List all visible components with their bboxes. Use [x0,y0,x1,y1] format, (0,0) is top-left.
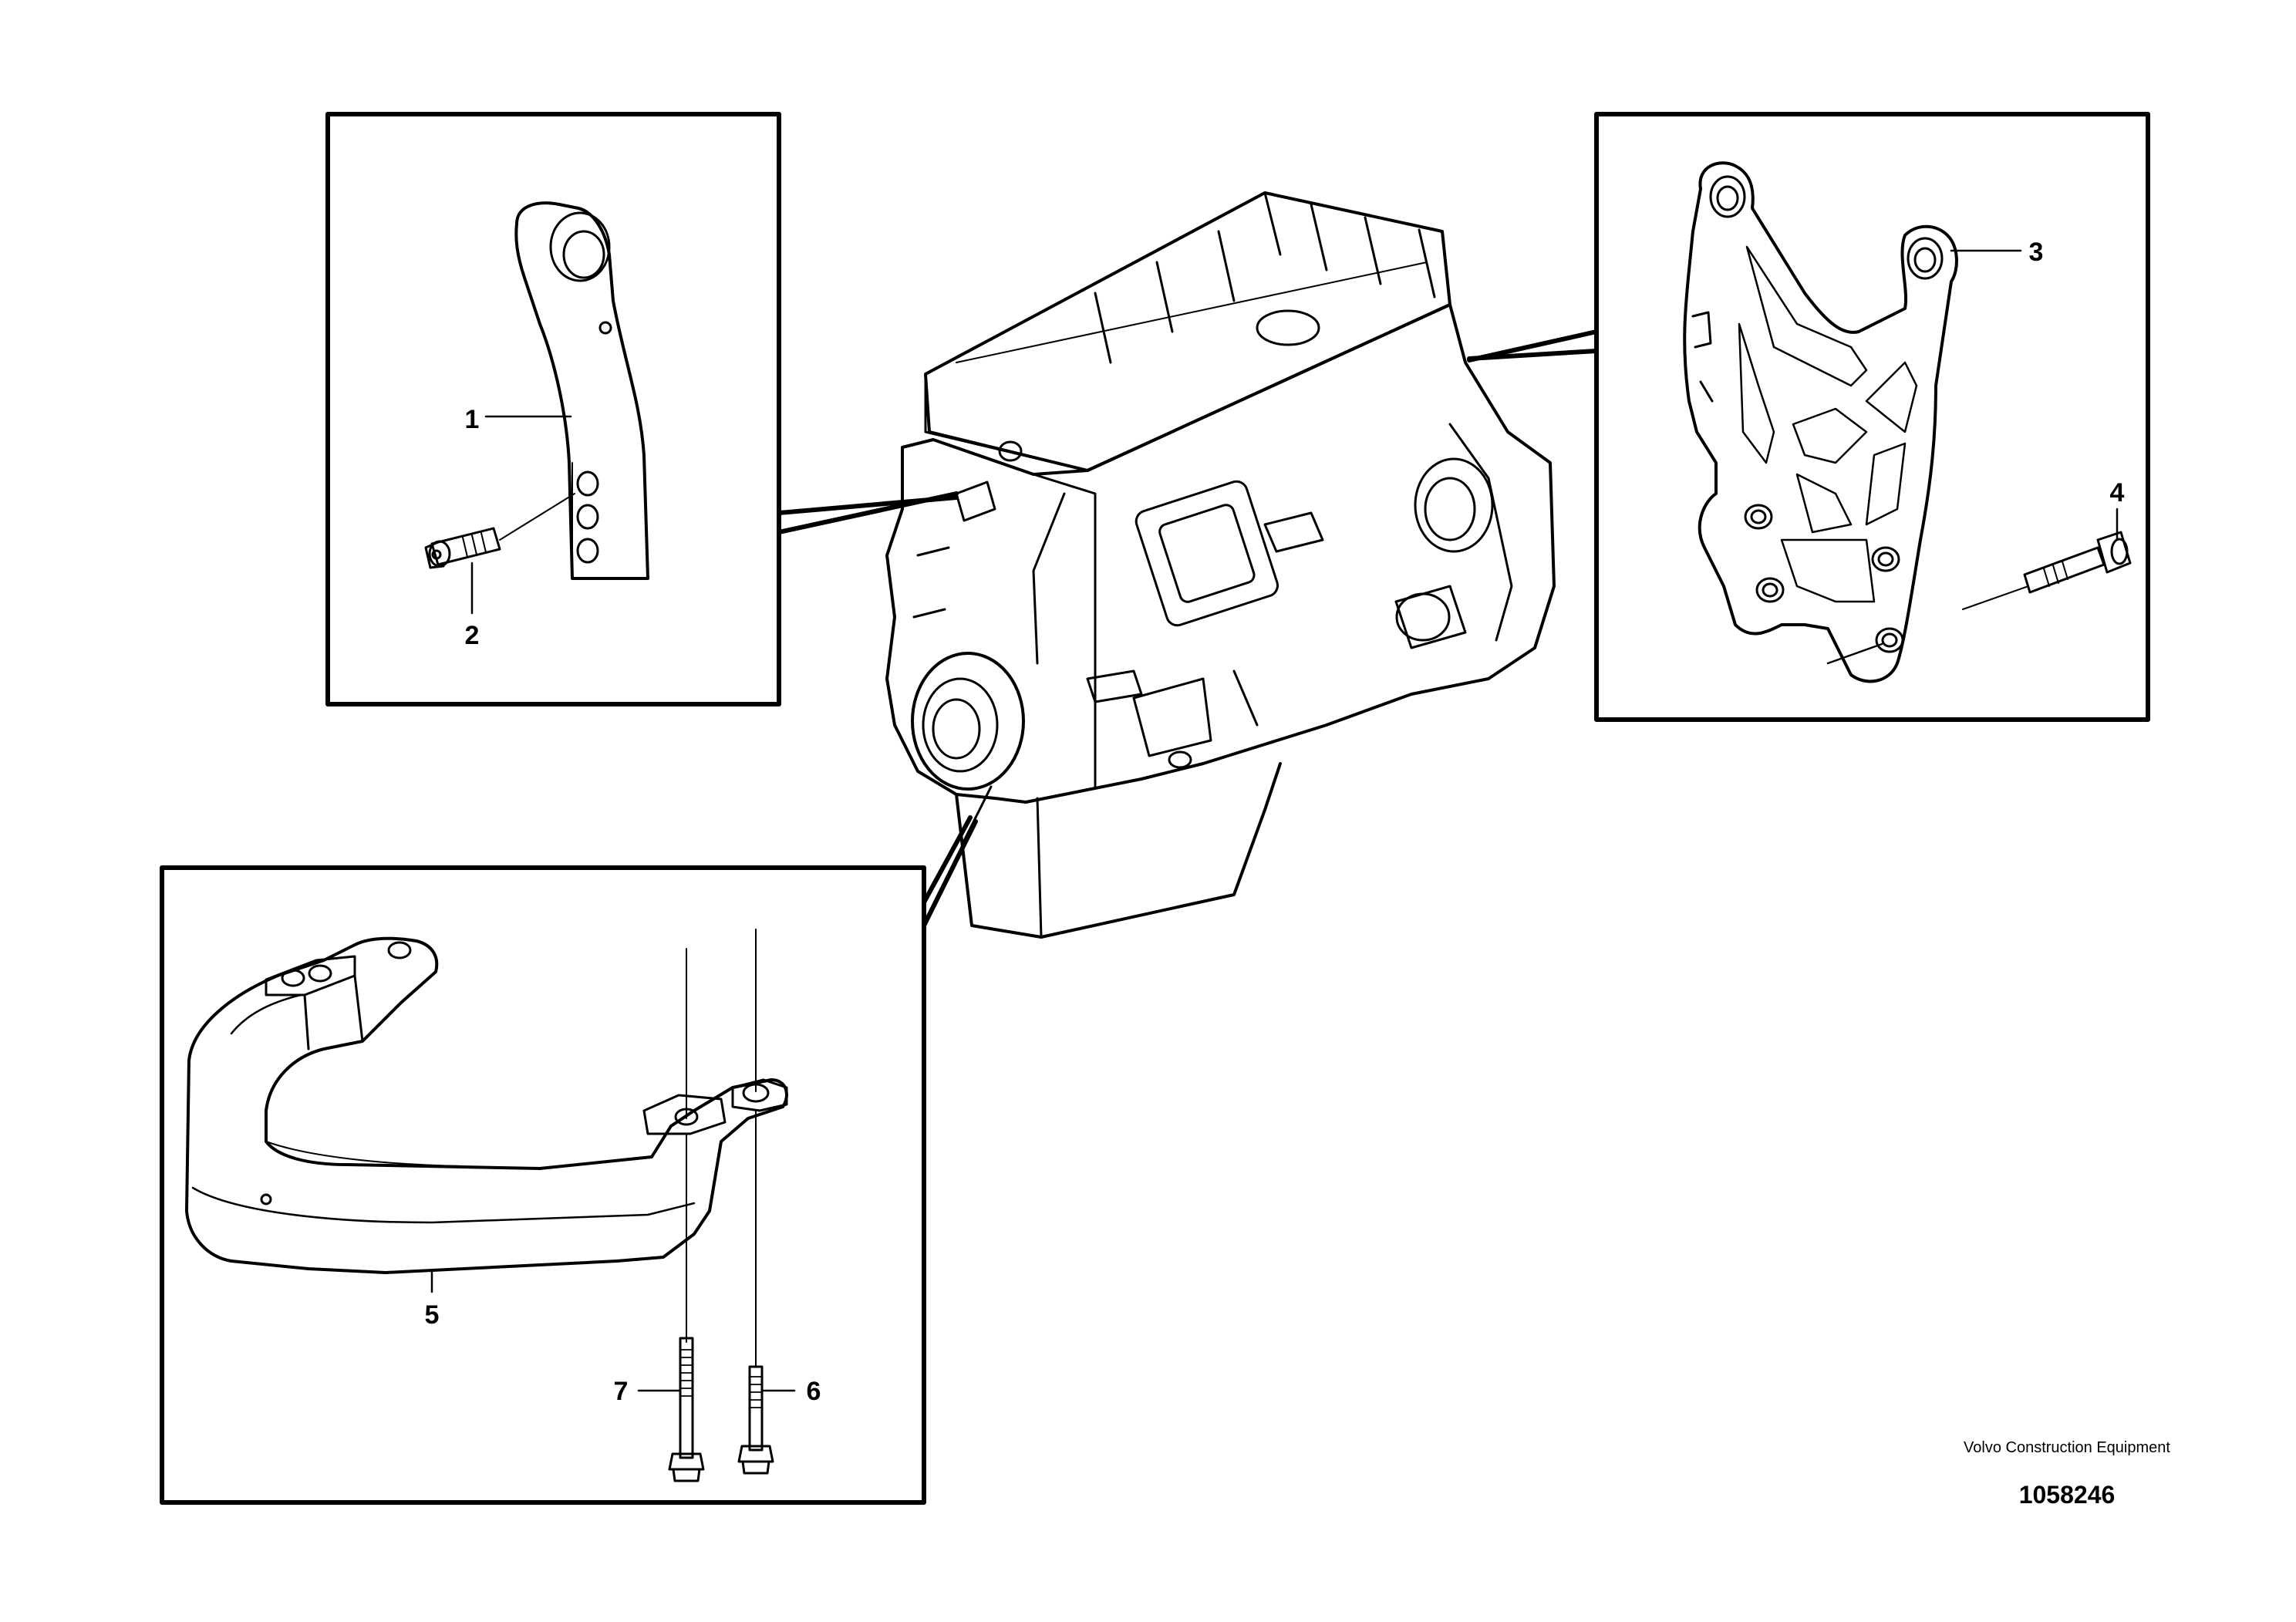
panel-1-bracket [325,112,959,706]
publisher-credit: Volvo Construction Equipment [1964,1439,2170,1456]
bolt-item-7 [668,1337,705,1482]
callout-2: 2 [465,621,480,650]
illustration-number: 1058246 [2018,1481,2116,1509]
callout-4: 4 [2110,478,2125,508]
engine-block [885,191,1556,939]
detail-frame-2 [1594,112,2150,722]
callout-3: 3 [2029,238,2044,267]
callout-1: 1 [465,405,480,434]
callout-5: 5 [425,1300,440,1330]
detail-frame-1 [325,112,781,706]
bolt-item-2 [424,493,575,569]
detail-frame-3 [160,865,926,1505]
callout-7: 7 [614,1377,629,1406]
panel-3-u-bracket [160,815,978,1505]
bolt-item-6 [737,1365,774,1475]
callout-6: 6 [807,1377,821,1406]
bolt-item-4 [1962,531,2132,610]
panel-2-plate [1467,112,2150,722]
